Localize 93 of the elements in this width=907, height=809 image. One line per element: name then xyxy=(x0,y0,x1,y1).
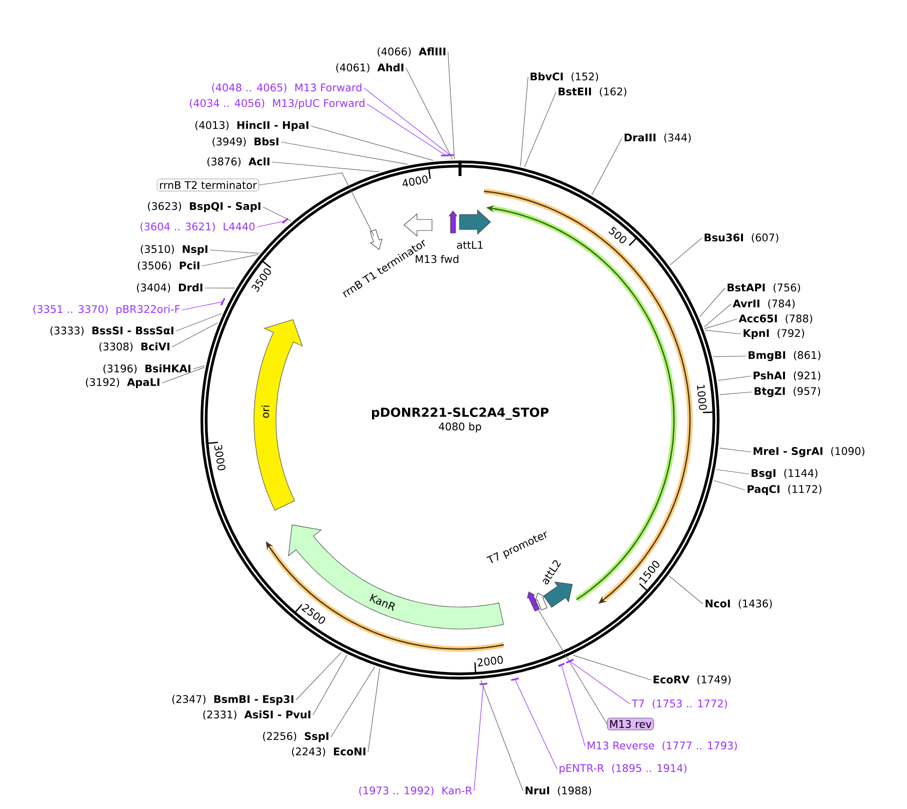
primer-label: (4034 .. 4056) M13/pUC Forward xyxy=(190,98,364,110)
site-label: BbvCI (152) xyxy=(530,72,598,82)
site-label: Bsu36I (607) xyxy=(704,233,778,243)
site-label: BmgBI (861) xyxy=(748,350,820,362)
leader-line xyxy=(514,679,558,770)
site-label: MreI - SgrAI (1090) xyxy=(754,446,864,458)
leader-line xyxy=(716,469,750,474)
site-label: BstEII (162) xyxy=(558,87,626,97)
leader-line xyxy=(330,666,376,738)
site-label: (3192) ApaLI xyxy=(86,378,160,388)
site-label: (2243) EcoNI xyxy=(292,747,366,757)
primer-label: pENTR-R (1895 .. 1914) xyxy=(560,764,686,774)
leader-line xyxy=(162,367,205,384)
tick-label: 1000 xyxy=(696,384,707,410)
site-label: (3510) NspI xyxy=(140,244,208,256)
primer-label: (3604 .. 3621) L4440 xyxy=(140,222,255,232)
site-label: (3308) BciVI xyxy=(99,342,170,352)
leader-line xyxy=(210,250,260,254)
leader-line xyxy=(258,172,374,236)
site-label: PaqCI (1172) xyxy=(748,484,822,496)
leader-line xyxy=(272,162,380,172)
leader-line xyxy=(535,604,608,724)
tick-label: 4000 xyxy=(402,175,428,187)
leader-line xyxy=(172,322,218,348)
leader-line xyxy=(406,68,453,160)
leader-line xyxy=(704,318,738,329)
site-label: BsgI (1144) xyxy=(752,468,818,480)
tick-label: 2000 xyxy=(477,656,503,666)
site-label: (3404) DrdI xyxy=(136,283,202,293)
site-label: AvrII (784) xyxy=(732,299,795,309)
leader-line xyxy=(448,52,455,160)
leader-line xyxy=(202,254,258,266)
primer-label: (1973 .. 1992) Kan-R xyxy=(359,786,472,796)
site-label: DraIII (344) xyxy=(624,133,691,143)
leader-line xyxy=(296,652,342,700)
leader-line xyxy=(670,238,702,266)
leader-line xyxy=(182,301,224,310)
site-label: (4066) AflIII xyxy=(378,47,446,57)
feature-symbol xyxy=(526,591,540,612)
leader-line xyxy=(520,76,528,166)
site-label: BtgZI (957) xyxy=(754,386,820,398)
leader-line xyxy=(366,104,446,156)
leader-line xyxy=(176,313,222,332)
site-label: PshAI (921) xyxy=(754,371,820,381)
site-label: EcoRV (1749) xyxy=(654,675,731,685)
feature-label: rrnB T2 terminator xyxy=(156,178,259,192)
leader-line xyxy=(718,376,752,381)
leader-line xyxy=(572,654,652,680)
leader-line xyxy=(192,365,205,370)
leader-line xyxy=(720,392,752,395)
site-label: NcoI (1436) xyxy=(706,599,772,609)
leader-line xyxy=(524,92,556,168)
site-label: (2347) BsmBI - Esp3I xyxy=(172,694,294,706)
site-label: NruI (1988) xyxy=(526,786,592,796)
leader-line xyxy=(312,654,348,716)
tick-label: 3000 xyxy=(214,444,226,470)
leader-line xyxy=(712,356,746,357)
site-label: (2256) SspI xyxy=(263,732,328,742)
leader-line xyxy=(280,142,408,165)
primer-label: M13 Reverse (1777 .. 1793) xyxy=(588,741,737,751)
leader-line xyxy=(480,680,524,792)
leader-line xyxy=(704,304,732,328)
site-label: (4061) AhdI xyxy=(336,63,404,73)
site-label: KpnI (792) xyxy=(744,328,804,340)
site-label: (3333) BssSI - BssSαI xyxy=(50,326,174,336)
leader-line xyxy=(704,330,742,334)
site-label: Acc65I (788) xyxy=(738,314,812,324)
leader-line xyxy=(668,576,704,604)
leader-line xyxy=(256,220,286,228)
leader-line xyxy=(561,664,586,746)
tick-label: 500 xyxy=(608,226,626,244)
leader-line xyxy=(592,138,622,196)
primer-label: (4048 .. 4065) M13 Forward xyxy=(212,83,362,93)
site-label: (3949) BbsI xyxy=(212,137,278,147)
leader-line xyxy=(310,126,434,161)
site-label: (3506) PciI xyxy=(138,261,200,271)
leader-line xyxy=(570,660,630,704)
primer-label: T7 (1753 .. 1772) xyxy=(632,699,727,709)
feature-label: M13 rev xyxy=(607,718,654,730)
leader-line xyxy=(474,684,484,792)
site-label: (3196) BsiHKAI xyxy=(103,364,190,374)
leader-line xyxy=(368,668,380,752)
leader-line xyxy=(364,88,451,156)
site-label: BstAPI (756) xyxy=(728,283,800,293)
leader-line xyxy=(262,206,292,222)
site-label: (3623) BspQI - SapI xyxy=(148,202,260,212)
site-label: (3876) AclI xyxy=(207,157,270,167)
site-label: (2331) AsiSI - PvuI xyxy=(203,710,310,720)
primer-label: (3351 .. 3370) pBR322ori-F xyxy=(33,304,180,316)
leader-line xyxy=(699,288,726,318)
leader-line xyxy=(714,480,746,490)
site-label: (4013) HincII - HpaI xyxy=(195,120,308,132)
leader-line xyxy=(719,448,752,452)
